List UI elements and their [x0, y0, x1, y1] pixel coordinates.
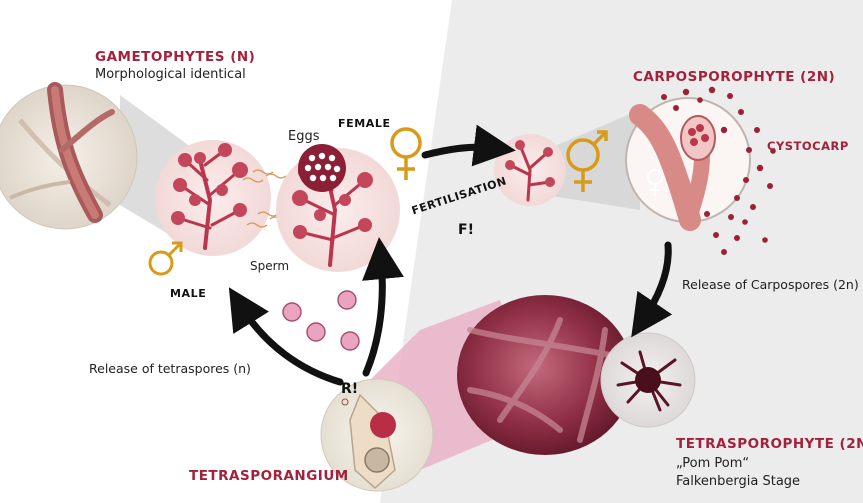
release-carpospores-label: Release of Carpospores (2n) [682, 277, 859, 292]
cystocarp-label: CYSTOCARP [767, 139, 849, 153]
arrow-to-female [366, 258, 382, 373]
female-symbol-icon [392, 129, 420, 180]
eggs-label: Eggs [288, 129, 320, 144]
tetrasporophyte-title: TETRASPOROPHYTE (2N) [676, 436, 863, 452]
tetraspores [283, 291, 359, 350]
pom-pom-photo [601, 333, 695, 427]
carposporophyte-photo [494, 134, 566, 206]
female-label: FEMALE [338, 117, 391, 130]
sperm-label: Sperm [250, 259, 289, 273]
gametophytes-title: GAMETOPHYTES (N) [95, 49, 255, 65]
tetrasporophyte-line1: „Pom Pom“ [676, 456, 749, 471]
reduction-code: R! [341, 381, 358, 397]
egg-cluster [298, 144, 346, 192]
gametophytes-subtitle: Morphological identical [95, 67, 246, 82]
tetrasporangium-label: TETRASPORANGIUM [189, 468, 349, 484]
tetrasporophyte-line2: Falkenbergia Stage [676, 474, 800, 489]
fertilisation-code: F! [458, 222, 474, 238]
male-symbol-icon [150, 243, 181, 274]
cystocarp-illustration [626, 98, 750, 222]
release-tetraspores-label: Release of tetraspores (n) [89, 361, 251, 376]
thallus-closeup [0, 85, 137, 229]
male-label: MALE [170, 287, 206, 300]
male-gametophyte-photo [155, 140, 271, 256]
carposporophyte-title: CARPOSPOROPHYTE (2N) [633, 69, 835, 85]
